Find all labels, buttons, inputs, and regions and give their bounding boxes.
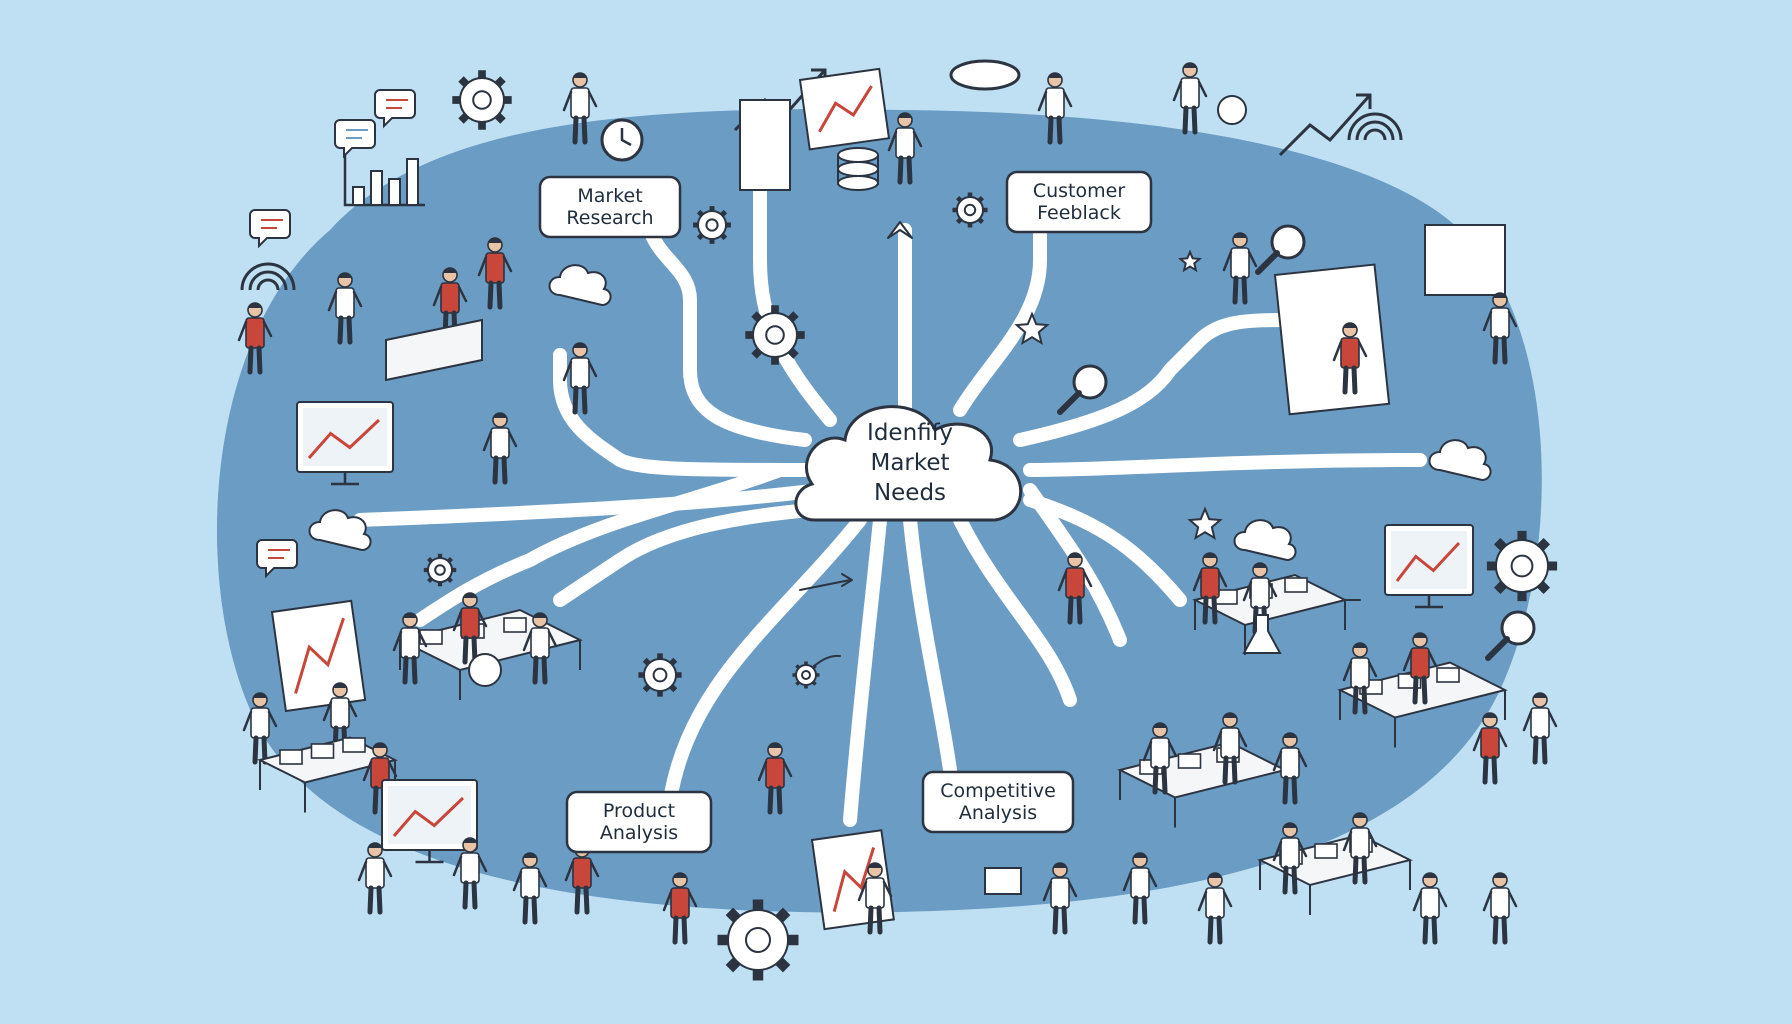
person-icon-12 [1332, 322, 1368, 395]
gear-icon-center-left [745, 305, 805, 365]
gear-icon-top-left [452, 70, 512, 130]
person-icon-37 [1522, 692, 1558, 765]
center-line-3: Needs [874, 480, 946, 506]
node-customer-feedback-line-2: Feeblack [1037, 202, 1121, 224]
node-customer-feedback-line-1: Customer [1033, 180, 1125, 202]
person-icon-35 [1272, 732, 1308, 805]
person-icon-20 [357, 842, 393, 915]
person-icon-1 [237, 302, 273, 375]
node-competitive-analysis-line-1: Competitive [940, 780, 1056, 802]
node-product-analysis-line-1: Product [603, 800, 675, 822]
person-icon-13 [1482, 292, 1518, 365]
node-market-research-line-2: Research [566, 207, 653, 229]
scene-illustrations [237, 59, 1558, 981]
node-market-research: Market Research [538, 175, 682, 239]
trend-arrow-icon-right [1278, 93, 1372, 157]
person-icon-7 [562, 72, 598, 145]
star-icon-right [1187, 506, 1223, 541]
speech-bubble-icon-3 [249, 209, 291, 249]
wifi-icon-left [240, 262, 296, 291]
star-icon-top [1014, 311, 1050, 346]
person-icon-4 [477, 237, 513, 310]
gear-icon-right [1486, 530, 1558, 602]
flask-icon [1242, 614, 1282, 654]
star-icon-small [1178, 249, 1202, 273]
person-icon-31 [1342, 642, 1378, 715]
person-icon-32 [1402, 632, 1438, 705]
person-icon-6 [482, 412, 518, 485]
node-product-analysis: Product Analysis [565, 790, 713, 854]
node-product-analysis-line-2: Analysis [600, 822, 678, 844]
person-icon-25 [757, 742, 793, 815]
magnifier-icon-right [1255, 224, 1306, 275]
cloud-icon-top [548, 264, 612, 307]
node-competitive-analysis: Competitive Analysis [921, 770, 1075, 834]
gear-icon-bottom [638, 653, 682, 697]
person-icon-15 [452, 592, 488, 665]
person-icon-43 [1482, 872, 1518, 945]
center-node: Idenfify Market Needs [794, 405, 1023, 522]
gear-icon-bottom-center [717, 899, 799, 981]
person-icon-28 [1057, 552, 1093, 625]
person-icon-24 [662, 872, 698, 945]
person-icon-27 [1042, 862, 1078, 935]
person-icon-2 [327, 272, 363, 345]
person-icon-33 [1142, 722, 1178, 795]
monitor-icon-right [1384, 524, 1474, 609]
gear-icon-left [423, 553, 457, 587]
person-icon-41 [1197, 872, 1233, 945]
node-customer-feedback: Customer Feeblack [1005, 170, 1153, 234]
person-icon-22 [512, 852, 548, 925]
cloud-icon-right [1428, 439, 1492, 482]
person-icon-8 [887, 112, 923, 185]
node-competitive-analysis-line-2: Analysis [959, 802, 1037, 824]
magnifier-icon-center [1057, 364, 1108, 415]
clock-icon [600, 118, 644, 162]
person-icon-10 [1172, 62, 1208, 135]
person-icon-42 [1412, 872, 1448, 945]
magnifier-icon-right-2 [1485, 610, 1536, 661]
person-icon-11 [1222, 232, 1258, 305]
person-icon-40 [1122, 852, 1158, 925]
wifi-icon-right [1347, 112, 1403, 141]
person-icon-16 [522, 612, 558, 685]
speech-bubble-icon-top-left [334, 119, 376, 159]
person-icon-5 [562, 342, 598, 415]
person-icon-38 [1272, 822, 1308, 895]
center-line-2: Market [870, 450, 949, 476]
person-icon-26 [857, 862, 893, 935]
center-line-1: Idenfify [867, 420, 953, 446]
chart-icon-top-left [343, 145, 425, 207]
person-icon-9 [1037, 72, 1073, 145]
chart-board-icon [798, 67, 891, 151]
person-icon-36 [1472, 712, 1508, 785]
monitor-icon-bottom-left [381, 779, 478, 864]
database-icon [837, 147, 879, 191]
chart-board-icon-left [270, 599, 367, 713]
speech-bubble-icon-4 [256, 539, 298, 579]
cloud-icon-right-2 [1233, 519, 1297, 562]
monitor-icon-left [296, 401, 394, 486]
cloud-icon-left [308, 509, 372, 552]
person-icon-34 [1212, 712, 1248, 785]
gear-icon-center [952, 192, 988, 228]
person-icon-21 [452, 837, 488, 910]
gear-icon-small-2 [792, 661, 820, 689]
node-market-research-line-1: Market [577, 185, 642, 207]
gear-icon-small [693, 206, 731, 244]
person-icon-17 [242, 692, 278, 765]
speech-bubble-icon-2 [374, 89, 416, 129]
person-icon-30 [1242, 562, 1278, 635]
person-icon-14 [392, 612, 428, 685]
person-icon-29 [1192, 552, 1228, 625]
person-icon-39 [1342, 812, 1378, 885]
